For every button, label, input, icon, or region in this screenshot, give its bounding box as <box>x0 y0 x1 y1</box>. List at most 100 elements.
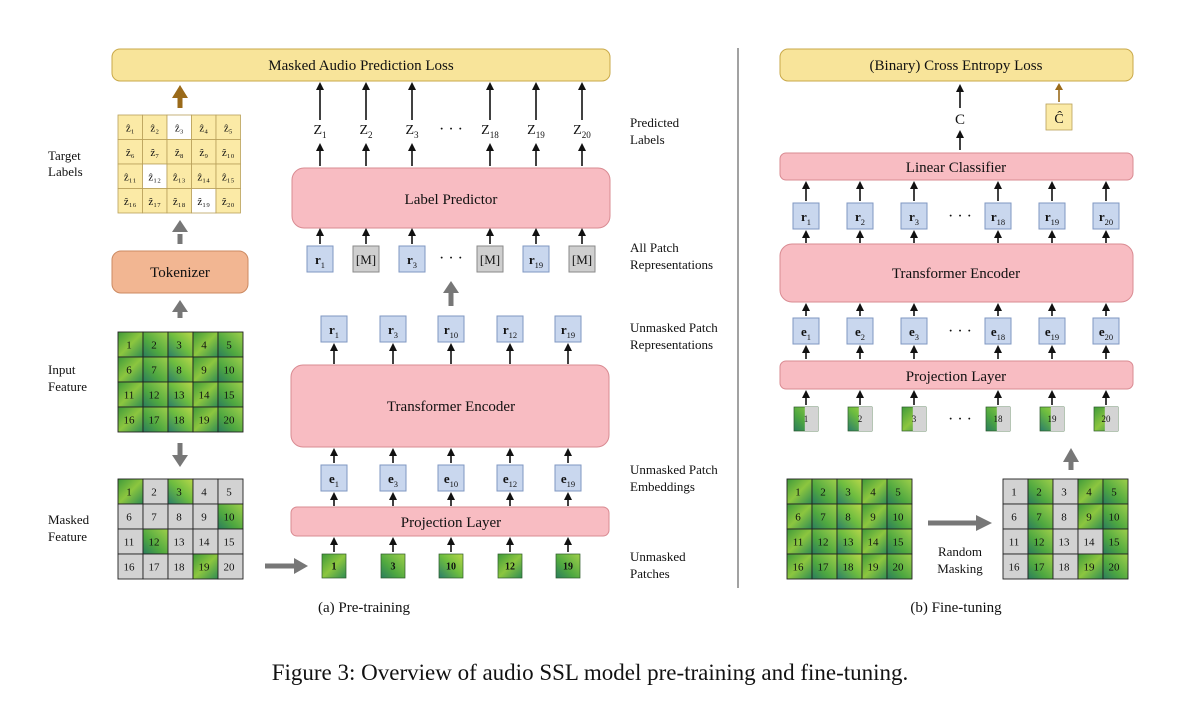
predicted-label-1-base: Z <box>313 123 322 138</box>
masked-feature-cell-label-9: 9 <box>201 512 207 524</box>
all-patch-representations-row: r1[M]r3[M]r19[M] <box>306 228 596 273</box>
target-cell <box>166 163 192 189</box>
target-cell <box>191 139 217 165</box>
input-feature-cell-label-20: 20 <box>224 415 236 427</box>
unmasked-emb-3-subscript: 3 <box>394 479 398 489</box>
ft-patch-20-label: 20 <box>1102 414 1112 424</box>
ft-rep-20: r20 <box>1099 209 1113 227</box>
ft-masked-feature-cell <box>1102 553 1129 580</box>
ft-patch-1-label: 1 <box>804 414 809 424</box>
ft-emb-19: e19 <box>1045 324 1059 342</box>
mask-token-box <box>476 245 504 273</box>
predicted-label-3: Z3 <box>405 123 419 140</box>
unmasked-patch-19-image <box>555 553 581 579</box>
ft-input-feature-cell-label-16: 16 <box>793 562 805 574</box>
all-rep-1-base: r <box>315 252 321 267</box>
input-feature-cell <box>192 331 219 358</box>
ft-masked-feature-cell-label-7: 7 <box>1036 512 1042 524</box>
ft-rep-2-subscript: 2 <box>861 217 865 227</box>
ft-input-feature-cell-label-18: 18 <box>843 562 855 574</box>
ft-rep-19-subscript: 19 <box>1051 217 1059 227</box>
ft-emb-box <box>984 317 1012 345</box>
ft-rep-20-base: r <box>1099 209 1105 224</box>
ft-emb-3-subscript: 3 <box>915 332 919 342</box>
unmasked-patch-emb-line1: Unmasked Patch <box>630 462 718 477</box>
target-cell <box>166 114 192 140</box>
unmasked-emb-box <box>320 464 348 492</box>
ft-masked-feature-cell-label-12: 12 <box>1034 537 1045 549</box>
target-label-10: ẑ₁₀ <box>222 147 235 159</box>
ft-emb-2-subscript: 2 <box>861 332 865 342</box>
target-cell <box>215 188 241 214</box>
ft-rep-1: r1 <box>801 209 811 227</box>
predicted-label-3-base: Z <box>405 123 414 138</box>
unmasked-patch-12-image <box>497 553 523 579</box>
unmasked-emb-1-base: e <box>329 471 335 486</box>
ft-rep-box <box>900 202 928 230</box>
all-rep-3-base: r <box>407 252 413 267</box>
predicted-label-4-subscript: 18 <box>490 130 500 140</box>
masked-feature-cell <box>217 528 244 555</box>
input-feature-line1: Input <box>48 362 76 377</box>
ft-input-feature-cell <box>836 553 863 580</box>
predicted-labels-line1: Predicted <box>630 115 680 130</box>
masked-feature-cell-label-19: 19 <box>199 562 211 574</box>
predicted-label-2: Z2 <box>359 123 373 140</box>
input-feature-cell <box>167 331 194 358</box>
predicted-label-5-subscript: 19 <box>536 130 546 140</box>
all-rep-1: r1 <box>315 252 325 270</box>
ft-masked-feature-cell <box>1052 478 1079 505</box>
ft-rep-19: r19 <box>1045 209 1059 227</box>
ft-input-feature-cell-label-17: 17 <box>818 562 830 574</box>
ft-masked-feature-cell <box>1077 528 1104 555</box>
ft-masked-feature-cell <box>1077 478 1104 505</box>
target-label-19: ẑ₁₉ <box>197 196 210 208</box>
ft-masked-feature-cell <box>1102 503 1129 530</box>
input-feature-cell <box>167 356 194 383</box>
ft-masked-feature-cell-label-11: 11 <box>1009 537 1020 549</box>
input-feature-line2: Feature <box>48 379 87 394</box>
target-cell <box>117 114 143 140</box>
predicted-label-4: Z18 <box>481 123 499 140</box>
unmasked-emb-10: e10 <box>444 471 458 489</box>
input-feature-cell-label-12: 12 <box>149 390 160 402</box>
target-label-5: ẑ₅ <box>224 123 233 135</box>
input-feature-cell-label-8: 8 <box>176 365 182 377</box>
ft-masked-feature-cell-label-16: 16 <box>1009 562 1021 574</box>
target-cell <box>166 139 192 165</box>
unmasked-emb-19-subscript: 19 <box>567 479 575 489</box>
input-feature-cell <box>217 331 244 358</box>
all-rep-19-subscript: 19 <box>535 260 543 270</box>
ft-patch-19-label: 19 <box>1048 414 1058 424</box>
masked-feature-cell-label-3: 3 <box>176 487 182 499</box>
masked-feature-cell-label-18: 18 <box>174 562 186 574</box>
all-rep-box <box>522 245 550 273</box>
input-feature-cell-label-1: 1 <box>126 340 132 352</box>
target-labels-line2: Labels <box>48 164 83 179</box>
ft-emb-19-base: e <box>1045 324 1051 339</box>
unmasked-rep-box <box>320 315 348 343</box>
ft-patch-3-gray <box>912 407 926 431</box>
predicted-label-1: Z1 <box>313 123 326 140</box>
linear-classifier-box <box>779 152 1134 181</box>
target-label-13: ẑ₁₃ <box>173 172 186 184</box>
masked-feature-cell-label-14: 14 <box>199 537 211 549</box>
masked-feature-cell-label-12: 12 <box>149 537 160 549</box>
ft-patch-1-gray <box>804 407 818 431</box>
left-flow-arrows <box>172 85 459 574</box>
unmasked-rep-12: r12 <box>503 322 517 340</box>
ft-patch-3-label: 3 <box>912 414 917 424</box>
target-label-7: ẑ₇ <box>150 147 159 159</box>
ft-emb-20-base: e <box>1099 324 1105 339</box>
predicted-label-3-subscript: 3 <box>414 130 419 140</box>
ft-masked-feature-cell-label-15: 15 <box>1109 537 1121 549</box>
masked-feature-cell <box>192 503 219 530</box>
ft-rep-2-base: r <box>855 209 861 224</box>
ft-masked-feature-cell-label-9: 9 <box>1086 512 1092 524</box>
ft-input-feature-cell-label-6: 6 <box>795 512 801 524</box>
unmasked-rep-box <box>437 315 465 343</box>
